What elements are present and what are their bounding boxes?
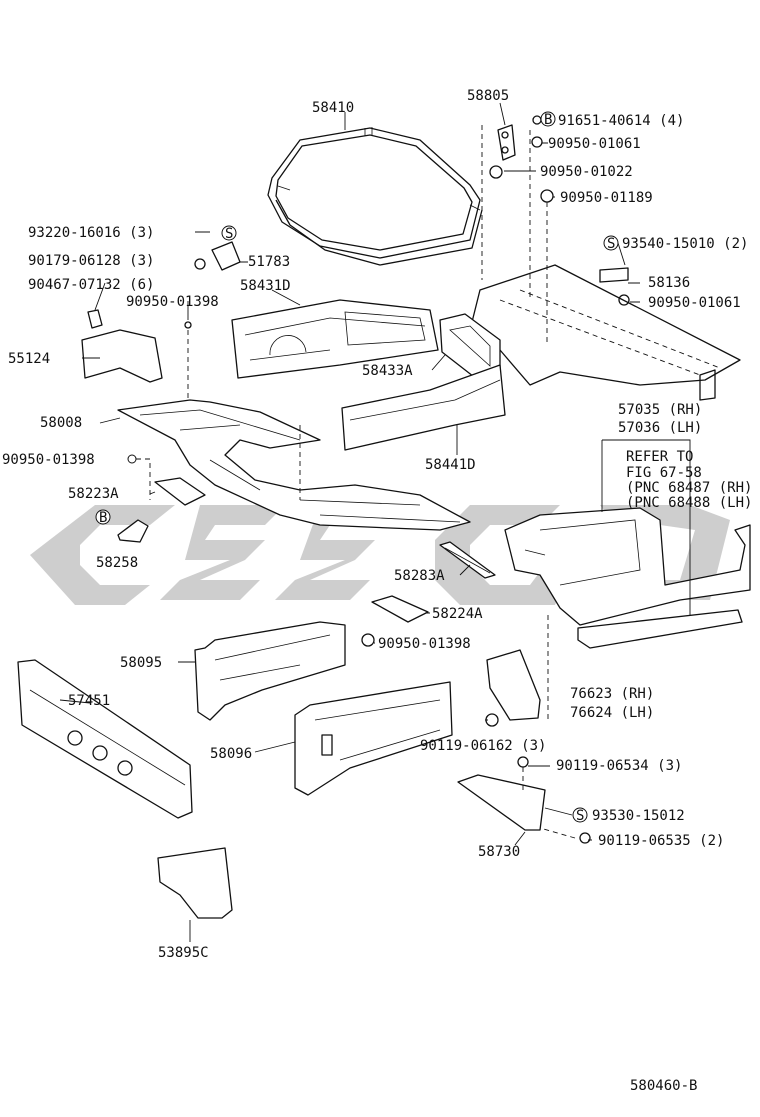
badge-s-text: S — [225, 226, 233, 242]
callout-93530: 93530-15012 — [592, 808, 685, 824]
part-58410-frame — [267, 127, 483, 266]
part-58095-member — [194, 621, 346, 721]
callout-76623: 76623 (RH) — [570, 686, 654, 702]
watermark-logo — [30, 505, 730, 605]
callout-58283A: 58283A — [394, 568, 445, 584]
badge-b-text: B — [544, 112, 552, 128]
callout-58441D: 58441D — [425, 457, 476, 473]
callout-90950-01061-b: 90950-01061 — [648, 295, 741, 311]
callout-90119-06162: 90119-06162 (3) — [420, 738, 546, 754]
badge-s-text: S — [576, 808, 584, 824]
callout-58008: 58008 — [40, 415, 82, 431]
callout-90950-01061-a: 90950-01061 — [548, 136, 641, 152]
callout-58223A: 58223A — [68, 486, 119, 502]
callout-90950-01022: 90950-01022 — [540, 164, 633, 180]
callout-90950-01189: 90950-01189 — [560, 190, 653, 206]
callout-58096: 58096 — [210, 746, 252, 762]
callout-57036: 57036 (LH) — [618, 420, 702, 436]
callout-fig: FIG 67-58 — [626, 465, 702, 481]
part-58096-member — [294, 681, 453, 796]
callout-pnc-lh: (PNC 68488 (LH) — [626, 495, 752, 511]
part-58805-bracket — [481, 115, 554, 345]
badge-b-icon — [540, 111, 556, 127]
callout-58224A: 58224A — [432, 606, 483, 622]
diagram-id: 580460-B — [630, 1078, 697, 1094]
part-58283A-strip — [439, 541, 496, 579]
leader-lines — [59, 102, 640, 942]
callout-90467: 90467-07132 (6) — [28, 277, 154, 293]
callout-90119-06534: 90119-06534 (3) — [556, 758, 682, 774]
callout-58730: 58730 — [478, 844, 520, 860]
callout-refer-to: REFER TO — [626, 449, 693, 465]
callout-labels: 58410 58805 91651-40614 (4) 90950-01061 … — [2, 88, 752, 1094]
callout-58136: 58136 — [648, 275, 690, 291]
callout-91651: 91651-40614 (4) — [558, 113, 684, 129]
callout-90119-06535: 90119-06535 (2) — [598, 833, 724, 849]
callout-90950-01398-b: 90950-01398 — [2, 452, 95, 468]
callout-51783: 51783 — [248, 254, 290, 270]
part-53895C-mudflap — [157, 847, 233, 919]
callout-57035: 57035 (RH) — [618, 402, 702, 418]
callout-93540: 93540-15010 (2) — [622, 236, 748, 252]
badge-s-icon — [603, 235, 619, 251]
part-57035-rail — [504, 439, 751, 720]
part-57451-crossmember — [17, 659, 193, 819]
callout-57451: 57451 — [68, 693, 110, 709]
callout-90950-01398-c: 90950-01398 — [378, 636, 471, 652]
part-58224A-bracket — [361, 595, 429, 647]
part-58441D-panel — [341, 364, 506, 455]
callout-93220: 93220-16016 (3) — [28, 225, 154, 241]
part-floor-top-right — [469, 264, 741, 401]
callout-55124: 55124 — [8, 351, 50, 367]
part-58258-bracket — [117, 519, 149, 543]
callout-90950-01398-a: 90950-01398 — [126, 294, 219, 310]
callout-53895C: 53895C — [158, 945, 209, 961]
part-55124-panel — [81, 329, 163, 383]
part-58730-bracket — [457, 756, 591, 844]
callout-58258: 58258 — [96, 555, 138, 571]
badge-group: B S S B S — [95, 111, 619, 824]
badge-s-text: S — [607, 236, 615, 252]
badge-b-text: B — [99, 510, 107, 526]
badge-s-icon — [221, 225, 237, 241]
callout-58095: 58095 — [120, 655, 162, 671]
part-58223A-bracket — [127, 454, 206, 506]
part-58431D-panel — [231, 299, 439, 379]
callout-58805: 58805 — [467, 88, 509, 104]
callout-90179: 90179-06128 (3) — [28, 253, 154, 269]
callout-76624: 76624 (LH) — [570, 705, 654, 721]
callout-58433A: 58433A — [362, 363, 413, 379]
part-76623-flap — [485, 649, 541, 727]
part-58008-floor — [117, 399, 471, 531]
callout-pnc-rh: (PNC 68487 (RH) — [626, 480, 752, 496]
badge-b-icon — [95, 509, 111, 525]
badge-s-icon — [572, 807, 588, 823]
callout-58410: 58410 — [312, 100, 354, 116]
callout-58431D: 58431D — [240, 278, 291, 294]
